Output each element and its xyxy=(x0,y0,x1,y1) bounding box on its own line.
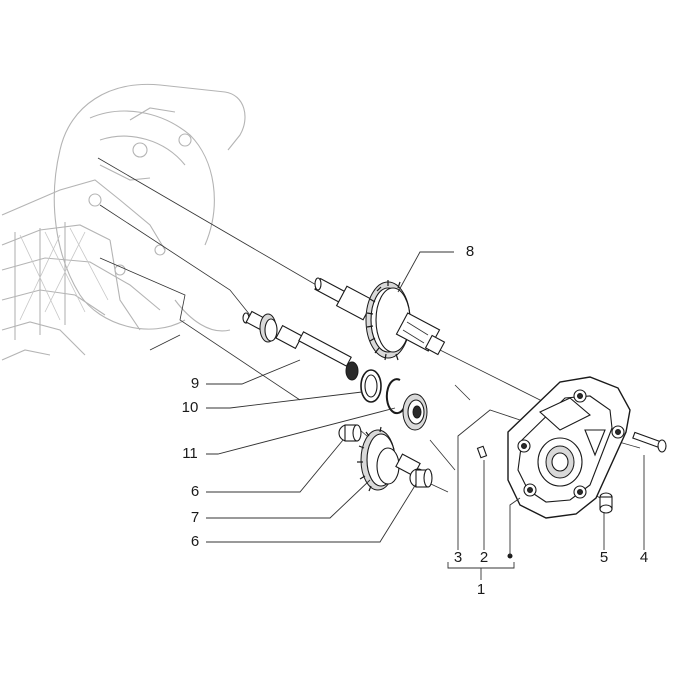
bushing-upper xyxy=(338,424,362,442)
callout-8: 8 xyxy=(466,243,474,260)
callout-10: 10 xyxy=(182,399,199,416)
callout-2: 2 xyxy=(480,549,488,566)
bushing-lower xyxy=(409,468,433,488)
gearbox-cover xyxy=(507,376,631,519)
intermediate-gear xyxy=(357,426,421,492)
callout-1: 1 xyxy=(477,581,485,598)
dowel-pin xyxy=(476,445,488,459)
callout-5: 5 xyxy=(600,549,608,566)
callout-7: 7 xyxy=(191,509,199,526)
callouts: 8 9 10 11 6 7 6 3 2 1 5 4 xyxy=(182,243,649,598)
callout-3: 3 xyxy=(454,549,462,566)
callout-11: 11 xyxy=(182,445,198,462)
bearing xyxy=(402,393,428,431)
drain-plug xyxy=(599,492,613,514)
main-gear-teeth xyxy=(366,280,401,361)
pinion-shaft xyxy=(242,310,359,381)
callout-6-lower: 6 xyxy=(191,533,199,550)
circlip xyxy=(385,378,405,415)
callout-9: 9 xyxy=(191,375,199,392)
callout-6-upper: 6 xyxy=(191,483,199,500)
leader-lines xyxy=(206,251,645,580)
callout-4: 4 xyxy=(640,549,648,566)
thrust-washer xyxy=(360,369,382,403)
cover-screw xyxy=(632,431,667,453)
ghost-casing xyxy=(1,83,246,361)
main-shaft-gear xyxy=(314,277,446,361)
